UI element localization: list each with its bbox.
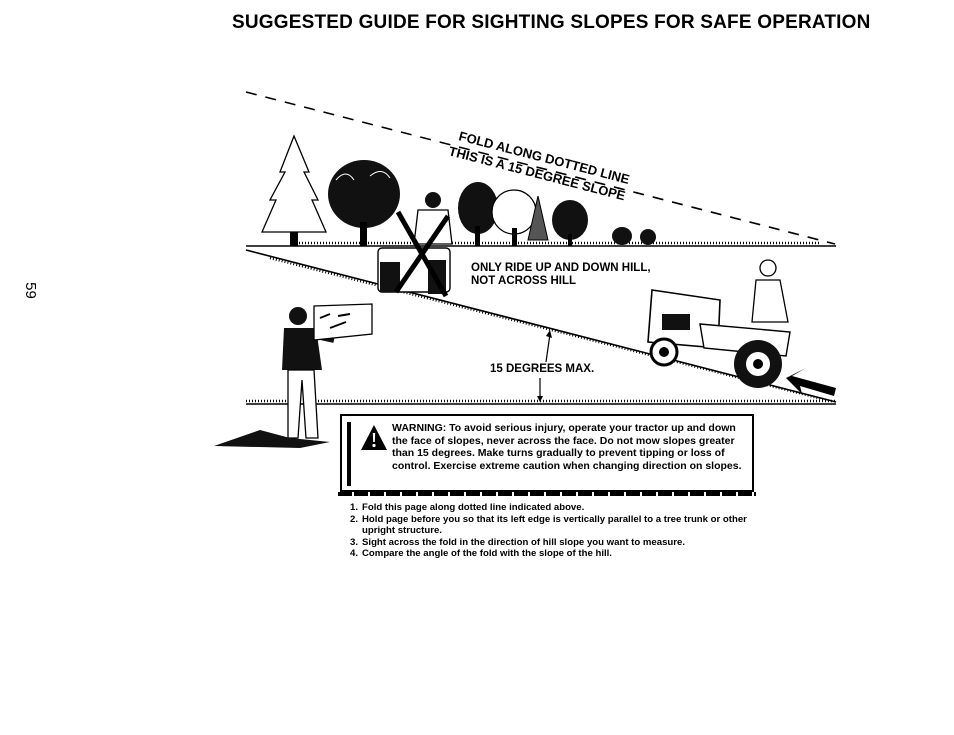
pine-tree-icon — [261, 134, 327, 246]
ride-note-line2: NOT ACROSS HILL — [471, 275, 576, 287]
max-slope-label: 15 DEGREES MAX. — [490, 363, 595, 375]
warning-bar — [347, 422, 351, 486]
page-title: SUGGESTED GUIDE FOR SIGHTING SLOPES FOR … — [232, 12, 871, 33]
instruction-list: 1.Fold this page along dotted line indic… — [350, 502, 760, 560]
max-label-leader-up — [545, 333, 551, 363]
fold-dotted-line — [245, 91, 836, 245]
instruction-item: 3.Sight across the fold in the direction… — [350, 536, 686, 548]
warning-box: WARNING: To avoid serious injury, operat… — [338, 414, 756, 496]
instruction-item: 2.Hold page before you so that its left … — [350, 513, 747, 537]
tractor-up-slope-icon — [647, 259, 791, 388]
deciduous-tree-icon — [328, 160, 656, 246]
direction-arrow-icon — [786, 368, 836, 396]
warning-text: WARNING: To avoid serious injury, operat… — [392, 422, 742, 472]
instruction-item: 4.Compare the angle of the fold with the… — [350, 548, 612, 560]
ride-note-line1: ONLY RIDE UP AND DOWN HILL, — [471, 262, 651, 274]
warning-triangle-icon — [361, 425, 387, 450]
tractor-across-slope-crossed-icon — [377, 192, 453, 298]
person-sighting-icon — [214, 303, 373, 448]
instruction-item: 1.Fold this page along dotted line indic… — [350, 502, 585, 513]
ride-direction-note: ONLY RIDE UP AND DOWN HILL, NOT ACROSS H… — [471, 262, 651, 288]
